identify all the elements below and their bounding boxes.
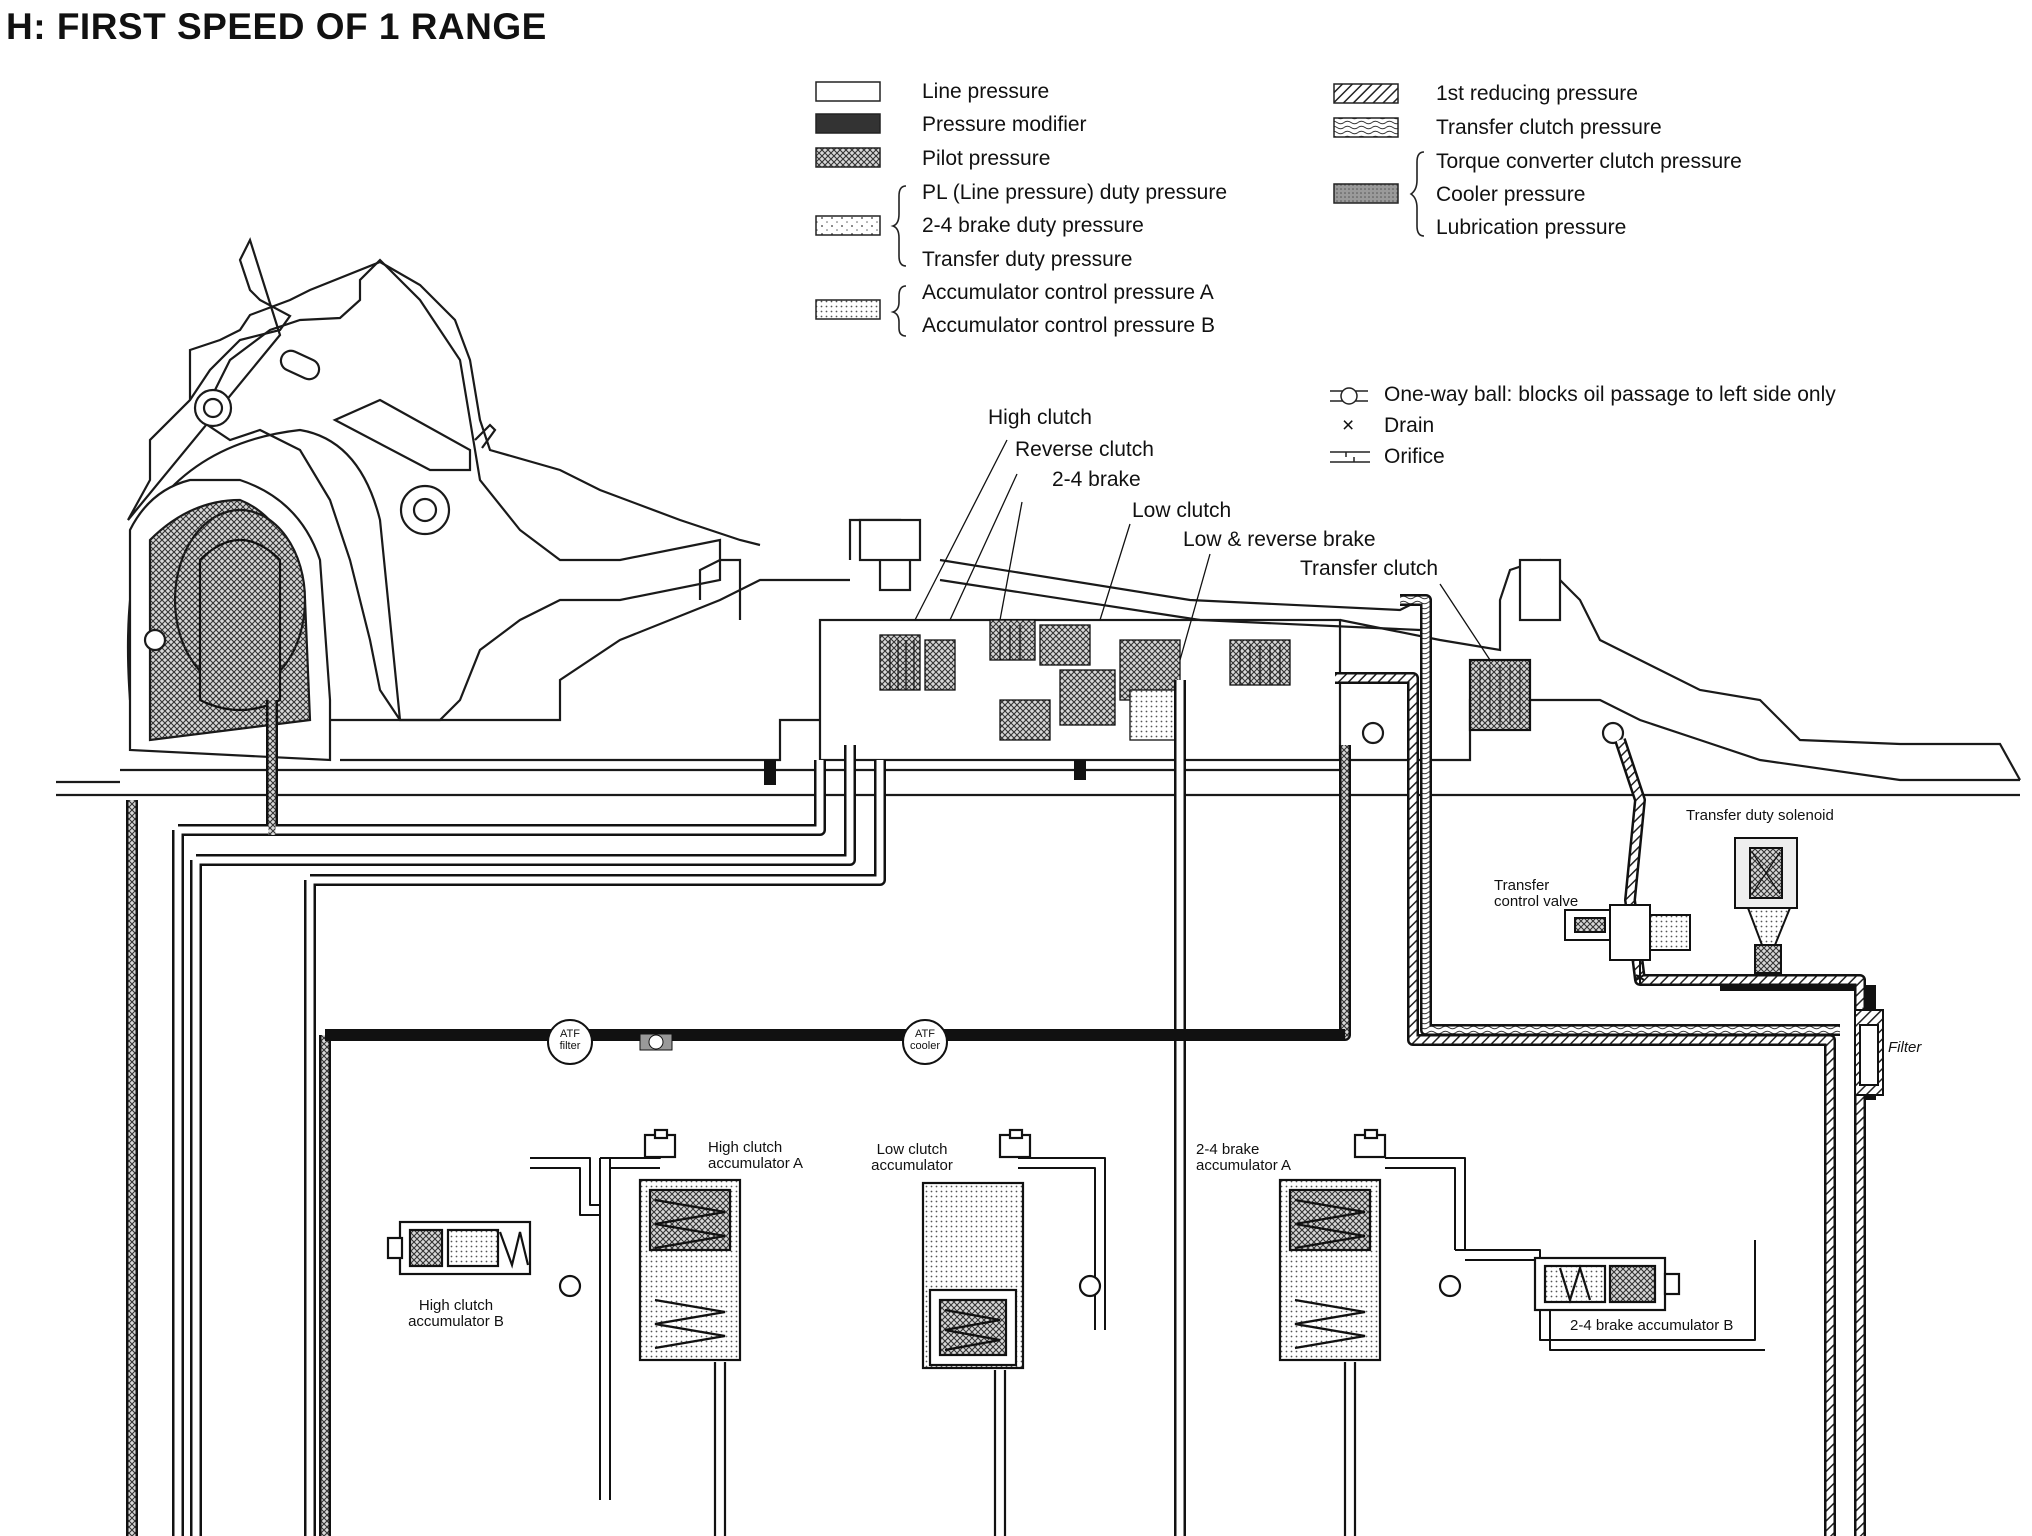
label-high-clutch-acc-b-line2: accumulator B [408,1313,504,1330]
transfer-solenoid-valve [1564,837,1884,1096]
label-atf-cooler-line2: cooler [910,1040,940,1052]
legend-torque-converter-clutch-pressure: Torque converter clutch pressure [1436,150,1742,173]
label-low-clutch: Low clutch [1132,499,1232,522]
legend-24-brake-duty-pressure: 2-4 brake duty pressure [922,214,1144,237]
label-low-clutch-acc-line1: Low clutch [876,1141,948,1158]
legend-swatches [815,81,1399,320]
page-title: H: FIRST SPEED OF 1 RANGE [6,6,547,47]
label-transfer-clutch: Transfer clutch [1300,557,1439,580]
leader-lines [914,439,1491,661]
legend-1st-reducing-pressure: 1st reducing pressure [1436,82,1638,105]
accumulators [386,1128,1681,1536]
legend-pilot-pressure: Pilot pressure [922,147,1051,170]
label-high-clutch-acc-a-line1: High clutch [708,1139,783,1156]
label-atf-filter-line1: ATF [560,1028,580,1040]
label-reverse-clutch: Reverse clutch [1015,438,1154,461]
legend-transfer-duty-pressure: Transfer duty pressure [922,248,1133,271]
legend-accumulator-control-a: Accumulator control pressure A [922,281,1214,304]
label-high-clutch: High clutch [988,406,1092,429]
symbol-legend [1330,387,1370,463]
label-transfer-duty-solenoid: Transfer duty solenoid [1686,807,1834,824]
label-filter: Filter [1888,1039,1922,1056]
label-atf-filter-line2: filter [559,1040,581,1052]
label-24-brake: 2-4 brake [1052,468,1141,491]
legend-accumulator-control-b: Accumulator control pressure B [922,314,1215,337]
legend-line-pressure: Line pressure [922,80,1050,103]
legend-transfer-clutch-pressure: Transfer clutch pressure [1436,116,1662,139]
transmission-section [56,237,2021,797]
legend-orifice: Orifice [1384,445,1445,468]
label-transfer-control-valve-line2: control valve [1494,893,1579,910]
legend-braces [890,151,1425,337]
label-transfer-control-valve-line1: Transfer [1494,877,1550,894]
drain-symbol-icon: × [1342,414,1355,437]
legend-lubrication-pressure: Lubrication pressure [1436,216,1627,239]
label-atf-cooler-line1: ATF [915,1028,935,1040]
label-low-reverse-brake: Low & reverse brake [1183,528,1376,551]
legend-drain: Drain [1384,414,1435,437]
legend-pressure-modifier: Pressure modifier [922,113,1087,136]
legend-pl-duty-pressure: PL (Line pressure) duty pressure [922,181,1228,204]
label-24-brake-acc-a-line1: 2-4 brake [1196,1141,1260,1158]
label-24-brake-acc-b: 2-4 brake accumulator B [1570,1317,1734,1334]
legend-cooler-pressure: Cooler pressure [1436,183,1586,206]
atf-filter-cooler-line [547,1019,948,1065]
label-high-clutch-acc-b-line1: High clutch [418,1297,494,1314]
label-high-clutch-acc-a-line2: accumulator A [708,1155,804,1172]
oil-passages [126,594,1876,1536]
legend-one-way-ball: One-way ball: blocks oil passage to left… [1384,383,1836,406]
label-low-clutch-acc-line2: accumulator [871,1157,953,1174]
label-24-brake-acc-a-line2: accumulator A [1196,1157,1292,1174]
